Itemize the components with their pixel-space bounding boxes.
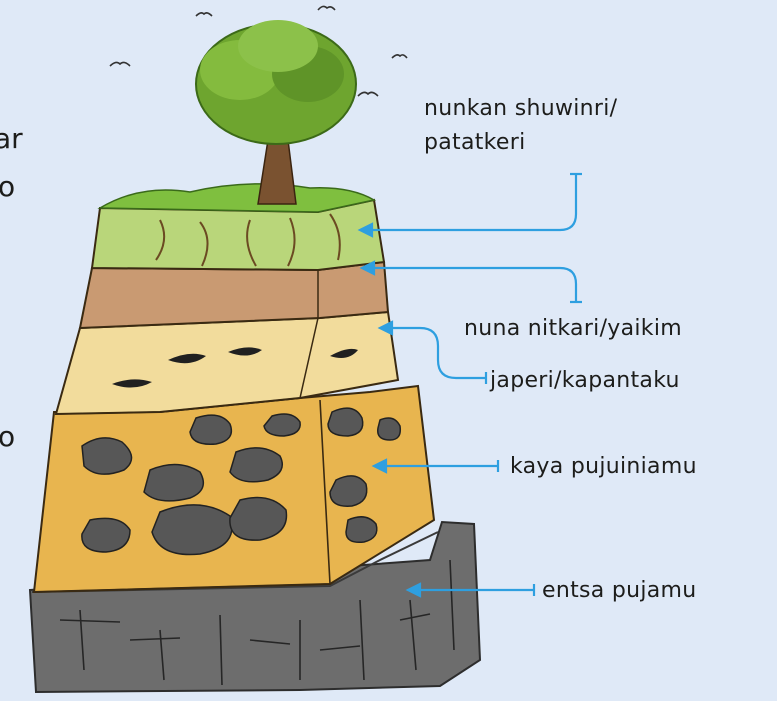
subsoil-connector <box>374 268 576 302</box>
label-bedrock: entsa pujamu <box>542 576 697 606</box>
label-topsoil-line1: nunkan shuwinri/ <box>424 94 617 124</box>
label-topsoil-line2: patatkeri <box>424 128 526 158</box>
topsoil-connector <box>372 174 576 230</box>
label-weathered-rock: kaya pujuiniamu <box>510 452 697 482</box>
label-subsoil: nuna nitkari/yaikim <box>464 314 682 344</box>
topsoil-layer <box>92 184 384 270</box>
tree-icon <box>196 20 356 204</box>
weathered-rock-layer <box>34 386 434 592</box>
label-parent-material: japeri/kapantaku <box>490 366 680 396</box>
